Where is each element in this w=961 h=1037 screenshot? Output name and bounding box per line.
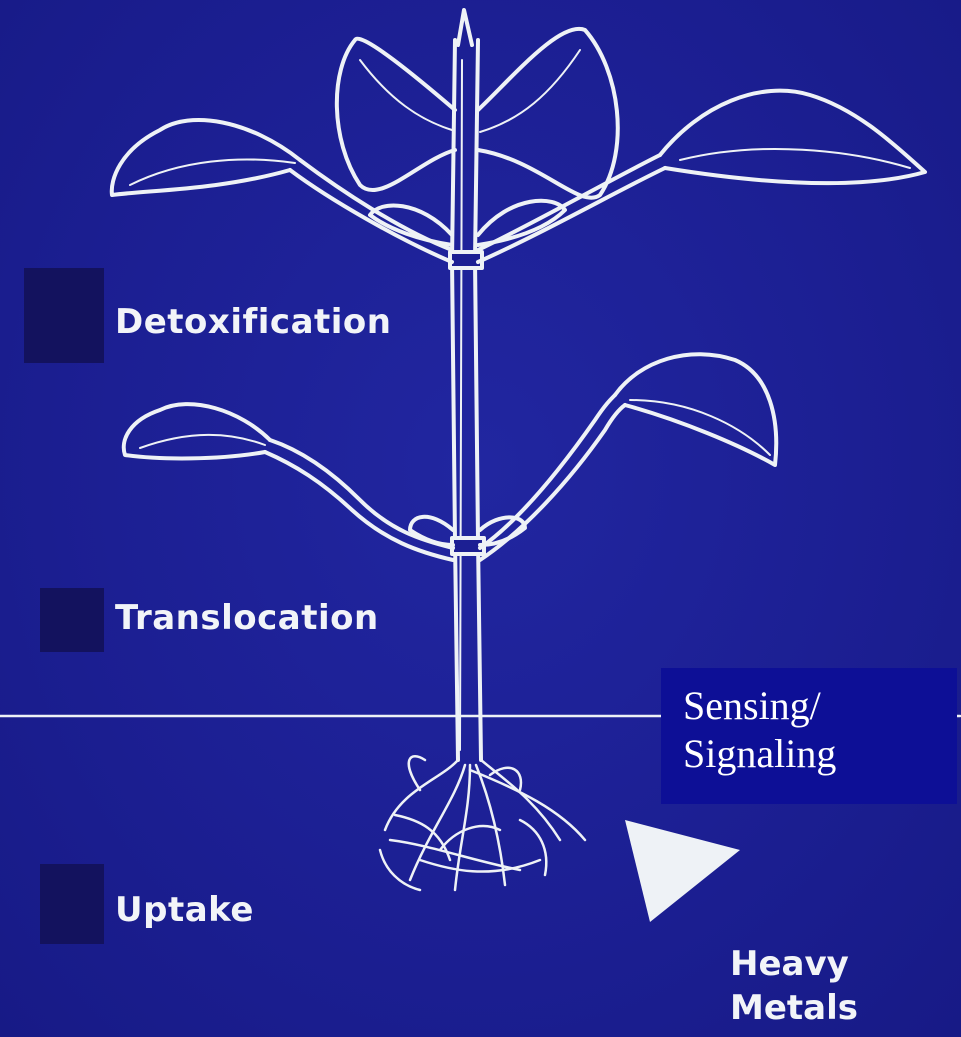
uptake-label: Uptake	[115, 890, 254, 930]
main-stem	[452, 40, 458, 760]
leaf-small-lower-left	[410, 517, 453, 545]
signaling-label: Signaling	[683, 730, 957, 778]
upper-node	[450, 252, 482, 268]
sensing-signaling-box: Sensing/ Signaling	[661, 668, 957, 804]
leaf-small-upper-right	[478, 201, 565, 245]
detoxification-marker	[24, 268, 104, 363]
root-system	[380, 756, 585, 890]
terminal-bud	[458, 10, 472, 45]
leaf-middle-left	[124, 404, 453, 560]
heavy-metals-label: Heavy Metals	[730, 942, 858, 1030]
leaf-small-upper-left	[370, 205, 452, 245]
translocation-label: Translocation	[115, 598, 379, 638]
heavy-metals-arrow	[625, 820, 740, 922]
leaf-top-left-inner	[337, 39, 455, 190]
heavy-metals-line2: Metals	[730, 986, 858, 1030]
leaf-upper-left	[112, 120, 452, 262]
sensing-label: Sensing/	[683, 682, 957, 730]
translocation-marker	[40, 588, 104, 652]
leaf-top-right-inner	[478, 29, 618, 198]
detoxification-label: Detoxification	[115, 302, 392, 342]
uptake-marker	[40, 864, 104, 944]
heavy-metals-line1: Heavy	[730, 942, 858, 986]
